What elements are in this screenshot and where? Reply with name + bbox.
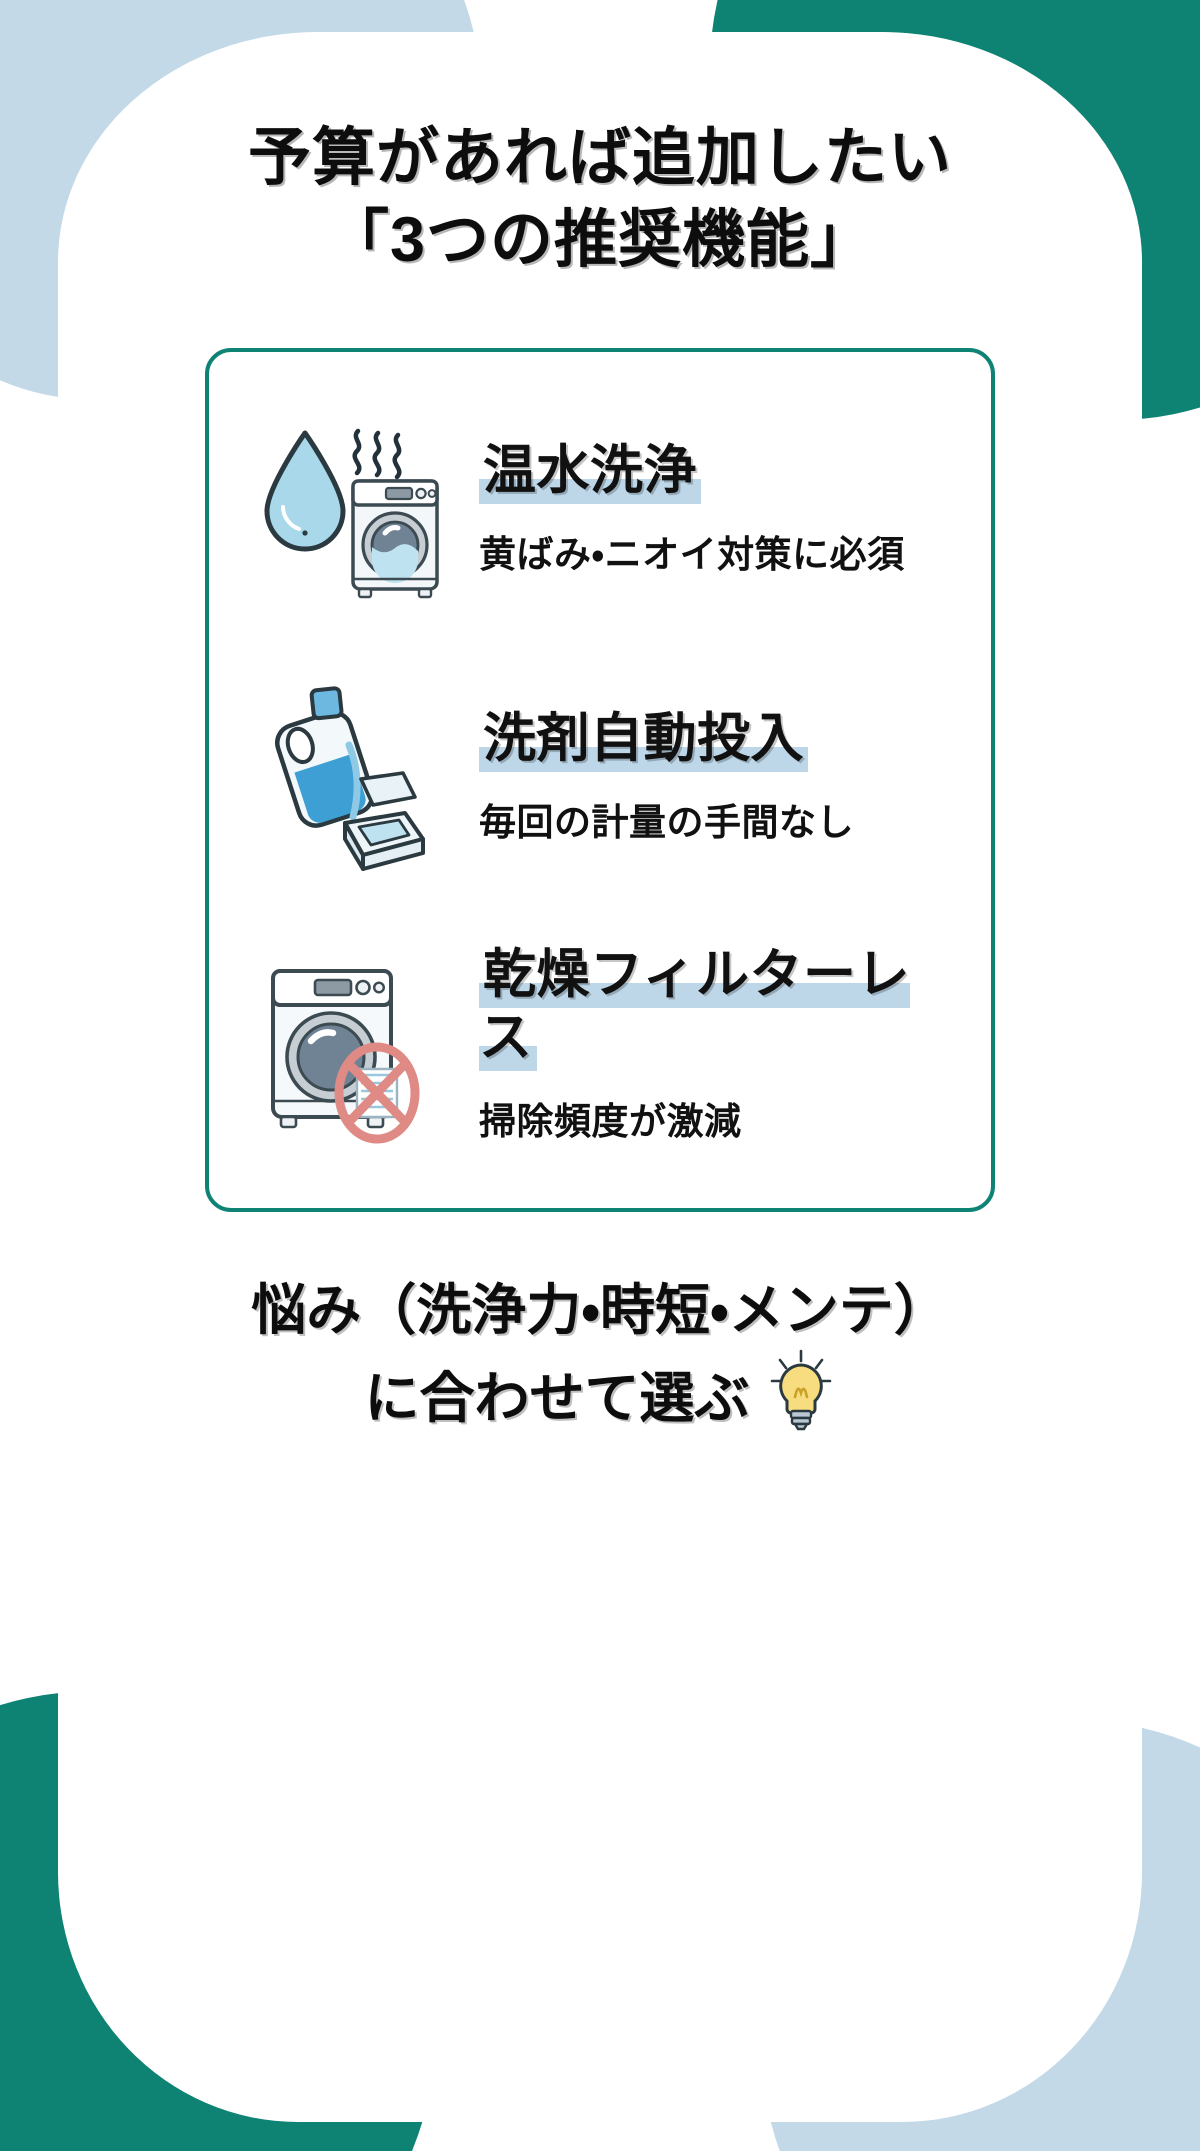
title-line-2: 「3つの推奨機能」 bbox=[325, 204, 875, 275]
feature-heading-3: 乾燥フィルターレス bbox=[479, 945, 910, 1071]
feature-heading-wrap-2: 洗剤自動投入 bbox=[479, 708, 959, 772]
feature-heading-2: 洗剤自動投入 bbox=[479, 708, 808, 772]
feature-row-3: 乾燥フィルターレス 掃除頻度が激減 bbox=[209, 940, 991, 1150]
title-line-1: 予算があれば追加したい bbox=[248, 123, 952, 193]
water-drop-steam-washer-icon bbox=[253, 409, 453, 609]
washer-no-filter-icon bbox=[253, 945, 453, 1145]
feature-row-2: 洗剤自動投入 毎回の計量の手間なし bbox=[209, 672, 991, 882]
feature-subtitle-1: 黄ばみ・ニオイ対策に必須 bbox=[479, 534, 905, 576]
footer-line-2: に合わせて選ぶ bbox=[364, 1366, 750, 1429]
feature-text-3: 乾燥フィルターレス 掃除頻度が激減 bbox=[453, 944, 959, 1145]
feature-heading-wrap-3: 乾燥フィルターレス bbox=[479, 944, 959, 1071]
recommended-features-card: 温水洗浄 黄ばみ・ニオイ対策に必須 bbox=[205, 347, 995, 1212]
footer-line-1: 悩み（洗浄力・時短・メンテ） bbox=[251, 1278, 949, 1341]
footer-line-2-row: に合わせて選ぶ bbox=[0, 1347, 1200, 1450]
feature-subtitle-2: 毎回の計量の手間なし bbox=[479, 802, 854, 844]
feature-text-1: 温水洗浄 黄ばみ・ニオイ対策に必須 bbox=[453, 440, 959, 579]
page-title: 予算があれば追加したい 「3つの推奨機能」 bbox=[0, 118, 1200, 282]
footer-message: 悩み（洗浄力・時短・メンテ） に合わせて選ぶ bbox=[0, 1274, 1200, 1450]
feature-text-2: 洗剤自動投入 毎回の計量の手間なし bbox=[453, 708, 959, 847]
feature-heading-wrap-1: 温水洗浄 bbox=[479, 440, 959, 504]
lightbulb-icon bbox=[766, 1347, 836, 1450]
feature-subtitle-3: 掃除頻度が激減 bbox=[479, 1101, 742, 1143]
feature-row-1: 温水洗浄 黄ばみ・ニオイ対策に必須 bbox=[209, 404, 991, 614]
detergent-bottle-dispenser-icon bbox=[253, 677, 453, 877]
feature-heading-1: 温水洗浄 bbox=[479, 440, 701, 504]
